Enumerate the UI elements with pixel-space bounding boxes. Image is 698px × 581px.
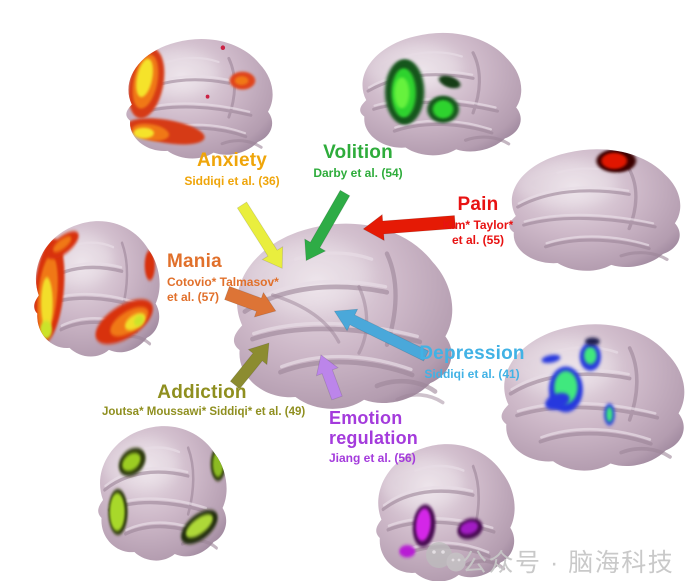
- brain-volition: [360, 33, 521, 155]
- volition-citation: Darby et al. (54): [313, 166, 403, 181]
- brain-addiction: [98, 426, 226, 560]
- brain-mania: [29, 221, 159, 356]
- depression-citation: Siddiqi et al. (41): [424, 367, 520, 382]
- addiction-citation: Joutsa* Moussawi* Siddiqi* et al. (49): [102, 406, 306, 419]
- emotion-regulation-citation: Jiang et al. (56): [329, 451, 416, 466]
- addiction-title: Addiction: [157, 382, 247, 403]
- brain-anxiety: [123, 39, 273, 159]
- pain-label: Pain Kim* Taylor* et al. (55): [433, 194, 523, 247]
- emotion-regulation-arrow: [315, 354, 343, 401]
- brain-pain: [509, 149, 680, 271]
- wechat-icon: [426, 542, 466, 572]
- addiction-label: Addiction Joutsa* Moussawi* Siddiqi* et …: [102, 382, 306, 420]
- depression-arrow: [333, 308, 429, 362]
- watermark-text: 公众号 · 脑海科技实验室: [462, 549, 675, 577]
- mania-title: Mania: [167, 251, 222, 272]
- mania-arrow: [224, 285, 277, 318]
- emotion-regulation-label: Emotion regulation Jiang et al. (56): [329, 408, 424, 466]
- anxiety-title: Anxiety: [196, 150, 268, 171]
- pain-citation: Kim* Taylor* et al. (55): [442, 218, 514, 247]
- brain-depression: [502, 324, 685, 470]
- anxiety-arrow: [236, 201, 284, 269]
- anxiety-citation: Siddiqi et al. (36): [184, 174, 280, 189]
- pain-title: Pain: [457, 194, 499, 215]
- volition-arrow: [304, 189, 351, 262]
- depression-title: Depression: [419, 343, 525, 364]
- volition-title: Volition: [323, 142, 393, 163]
- emotion-regulation-title: Emotion regulation: [329, 408, 419, 449]
- pain-arrow: [362, 213, 456, 242]
- mania-label: Mania Cotovio* Talmasov* et al. (57): [167, 251, 287, 304]
- addiction-arrow: [229, 342, 270, 390]
- volition-label: Volition Darby et al. (54): [299, 142, 417, 181]
- depression-label: Depression Siddiqi et al. (41): [413, 343, 531, 382]
- anxiety-label: Anxiety Siddiqi et al. (36): [171, 150, 293, 189]
- brain-emotion-regulation: [376, 444, 514, 581]
- mania-citation: Cotovio* Talmasov* et al. (57): [167, 275, 279, 304]
